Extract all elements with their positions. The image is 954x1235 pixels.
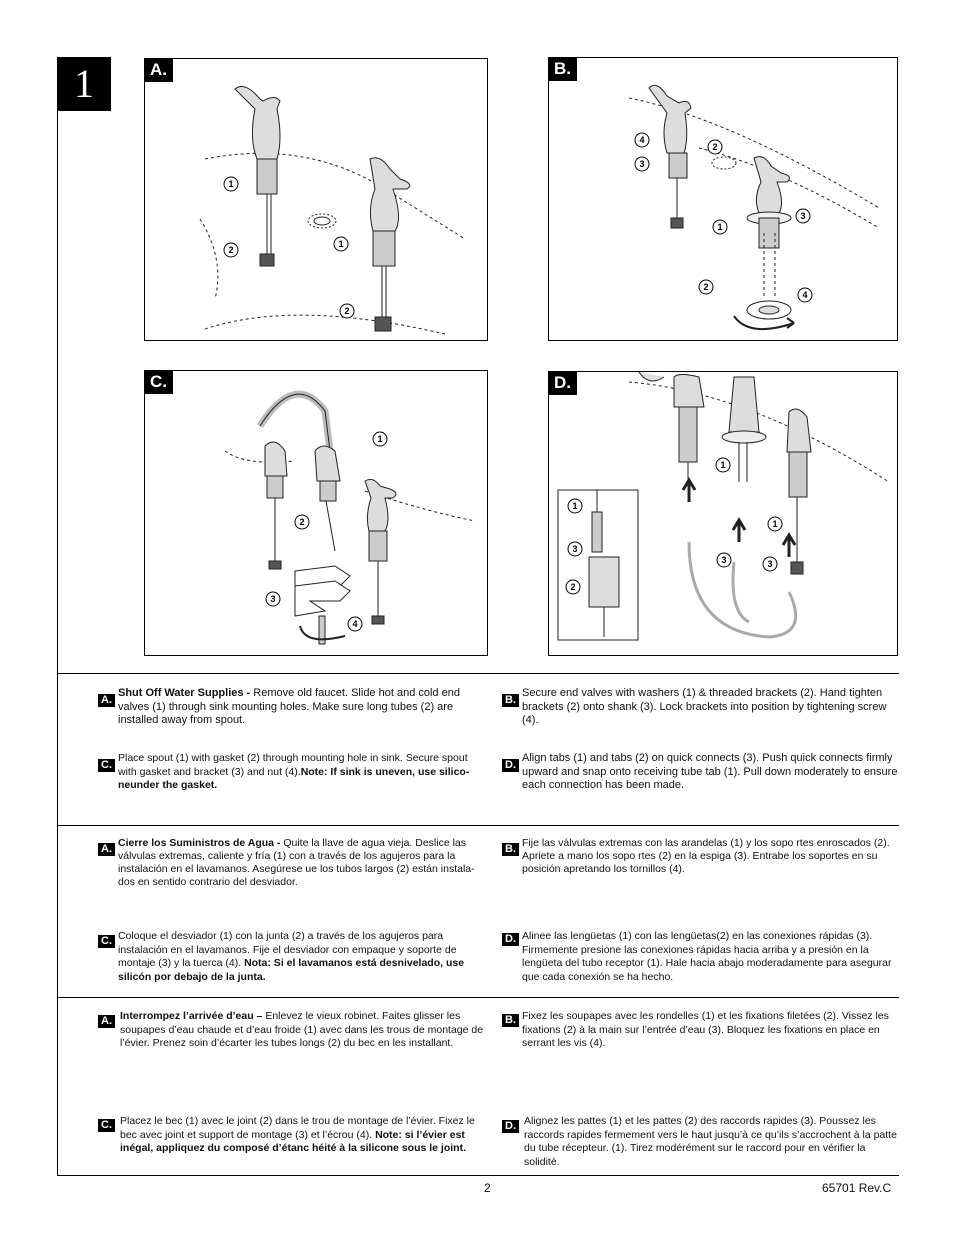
svg-text:4: 4: [352, 619, 357, 629]
svg-text:2: 2: [228, 245, 233, 255]
french-d-text: Alignez les pattes (1) et les pattes (2)…: [524, 1115, 897, 1168]
spanish-c-note: Nota: Si el lavamanos está desnivelado, …: [118, 957, 465, 983]
svg-text:4: 4: [802, 290, 807, 300]
step-tag-a: A.: [98, 694, 115, 707]
svg-text:1: 1: [572, 501, 577, 511]
page-number: 2: [484, 1181, 491, 1195]
english-a-text: Remove old faucet. Slide hot and cold en…: [118, 687, 460, 727]
english-d-text: Align tabs (1) and tabs (2) on quick con…: [522, 752, 898, 792]
illustration-panel-b: 4 3 2 1 3 2 4 B.: [548, 57, 898, 341]
french-step-c: C. Placez le bec (1) avec le joint (2) d…: [98, 1115, 492, 1165]
svg-text:2: 2: [344, 306, 349, 316]
spanish-step-c: C. Coloque el desviador (1) con la junta…: [98, 930, 490, 990]
french-step-d: D. Alignez les pattes (1) et les pattes …: [502, 1115, 906, 1175]
spanish-a-heading: Cierre los Suministros de Agua -: [118, 837, 284, 849]
english-b-text: Secure end valves with washers (1) & thr…: [522, 687, 887, 727]
step-number: 1: [57, 57, 111, 111]
svg-text:1: 1: [338, 239, 343, 249]
step-tag-a: A.: [98, 843, 115, 856]
callout-markers: 1 1 3 3 1 3 2: [565, 457, 783, 595]
step-tag-b: B.: [502, 694, 519, 707]
step-tag-d: D.: [502, 1120, 519, 1133]
english-c-note: Note: If sink is uneven, use silico-neun…: [118, 765, 470, 792]
callout-markers: 1 2 3 4: [265, 431, 388, 632]
spanish-b-text: Fije las válvulas extremas con las arand…: [522, 837, 890, 875]
step-tag-c: C.: [98, 1119, 115, 1132]
step-tag-c: C.: [98, 935, 115, 948]
svg-text:3: 3: [572, 544, 577, 554]
spout-installation-illustration: 1 2 3 4: [224, 390, 476, 645]
illustration-panel-c: 1 2 3 4 C.: [144, 370, 488, 656]
svg-text:4: 4: [639, 135, 644, 145]
illustration-panel-a: 1 2 1 2 A.: [144, 58, 488, 341]
english-a-heading: Shut Off Water Supplies -: [118, 687, 254, 699]
step-tag-b: B.: [502, 843, 519, 856]
panel-label-d: D.: [549, 372, 577, 395]
svg-text:3: 3: [767, 559, 772, 569]
spanish-step-b: B. Fije las válvulas extremas con las ar…: [502, 837, 906, 887]
svg-text:1: 1: [717, 222, 722, 232]
panel-label-c: C.: [145, 371, 173, 394]
step-tag-b: B.: [502, 1014, 519, 1027]
english-step-d: D. Align tabs (1) and tabs (2) on quick …: [502, 752, 902, 802]
divider-english: [57, 673, 899, 674]
english-step-a: A. Shut Off Water Supplies - Remove old …: [98, 687, 490, 737]
quick-connect-illustration: 1 1 3 3 1 3 2: [557, 372, 890, 641]
svg-text:3: 3: [270, 594, 275, 604]
svg-text:1: 1: [228, 179, 233, 189]
french-c-text: Placez le bec (1) avec le joint (2) dans…: [120, 1115, 475, 1141]
left-rule: [57, 57, 58, 1175]
step-tag-a: A.: [98, 1015, 115, 1028]
spanish-step-a: A. Cierre los Suministros de Agua - Quit…: [98, 837, 490, 902]
svg-text:2: 2: [703, 282, 708, 292]
svg-text:1: 1: [720, 460, 725, 470]
french-step-b: B. Fixez les soupapes avec les rondelles…: [502, 1010, 906, 1060]
french-a-text: Enlevez le vieux robinet. Faites glisser…: [120, 1010, 484, 1049]
svg-text:3: 3: [800, 211, 805, 221]
french-b-text: Fixez les soupapes avec les rondelles (1…: [522, 1010, 889, 1049]
spanish-a-text: Quite la llave de agua vieja. Deslice la…: [118, 837, 475, 888]
spanish-d-text: Alinee las lengüetas (1) con las lengüet…: [522, 930, 892, 983]
french-a-heading: Interrompez l’arrivée d’eau –: [120, 1010, 266, 1022]
english-step-c: C. Place spout (1) with gasket (2) throu…: [98, 752, 490, 802]
step-tag-d: D.: [502, 759, 519, 772]
callout-markers: 4 3 2 1 3 2 4: [634, 132, 813, 303]
step-tag-d: D.: [502, 933, 519, 946]
panel-label-a: A.: [145, 59, 173, 82]
svg-text:3: 3: [639, 159, 644, 169]
svg-text:2: 2: [570, 582, 575, 592]
bracket-assembly-illustration: 4 3 2 1 3 2 4: [628, 84, 880, 331]
divider-spanish: [57, 825, 899, 826]
faucet-valves-illustration: 1 2 1 2: [199, 86, 466, 335]
document-id: 65701 Rev.C: [822, 1181, 892, 1195]
svg-text:3: 3: [721, 555, 726, 565]
svg-text:1: 1: [377, 434, 382, 444]
english-c-text: Place spout (1) with gasket (2) through …: [118, 752, 468, 778]
illustration-panel-d: 1 1 3 3 1 3 2 D.: [548, 371, 898, 656]
svg-text:1: 1: [772, 519, 777, 529]
spanish-step-d: D. Alinee las lengüetas (1) con las leng…: [502, 930, 906, 990]
french-step-a: A. Interrompez l’arrivée d’eau – Enlevez…: [98, 1010, 490, 1060]
divider-footer: [57, 1175, 899, 1176]
svg-text:2: 2: [712, 142, 717, 152]
french-c-note: Note: si l’évier est inégal, appliquez d…: [120, 1128, 466, 1155]
divider-french: [57, 997, 899, 998]
spanish-c-text: Coloque el desviador (1) con la junta (2…: [118, 930, 457, 969]
english-step-b: B. Secure end valves with washers (1) & …: [502, 687, 902, 737]
callout-markers: 1 2 1 2: [223, 176, 355, 319]
svg-text:2: 2: [299, 517, 304, 527]
panel-label-b: B.: [549, 58, 577, 81]
step-tag-c: C.: [98, 759, 115, 772]
